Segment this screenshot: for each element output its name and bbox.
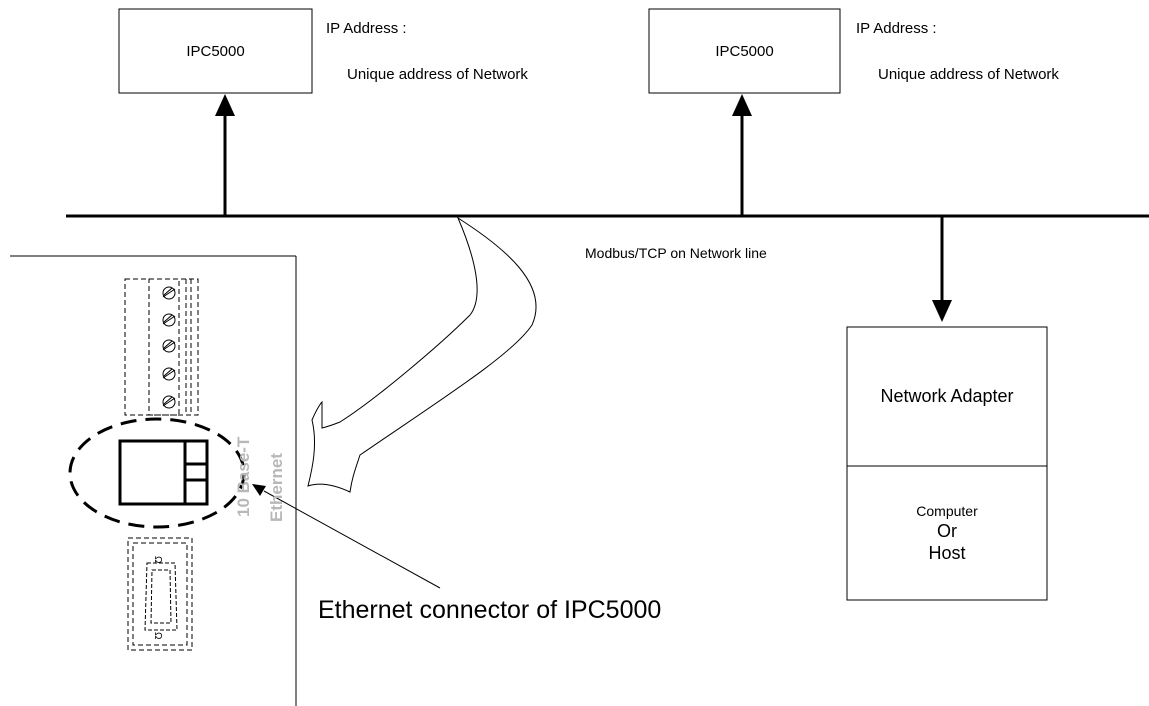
terminal-screw — [162, 367, 176, 381]
device-1-ip-desc: Unique address of Network — [347, 66, 528, 83]
terminal-block — [124, 278, 199, 416]
host-computer-label: Computer Or Host — [847, 466, 1047, 600]
zoom-arrow — [307, 216, 537, 493]
network-label: Modbus/TCP on Network line — [585, 245, 767, 261]
callout-leader-line — [263, 490, 441, 589]
db-connector: Ω Ω — [127, 537, 193, 651]
terminal-screw — [162, 313, 176, 327]
device-1-arrowhead — [215, 94, 235, 116]
host-arrowhead — [932, 300, 952, 322]
terminal-screw — [162, 339, 176, 353]
device-2-name: IPC5000 — [715, 42, 774, 60]
device-1-ip-label: IP Address : — [326, 20, 407, 37]
host-computer-line-3: Host — [928, 543, 966, 563]
terminal-screw — [162, 286, 176, 300]
host-computer-line-2: Or — [937, 521, 957, 541]
terminal-screw — [162, 395, 176, 409]
highlight-ellipse — [68, 417, 246, 529]
device-box-1 — [118, 8, 313, 94]
device-2-arrowhead — [732, 94, 752, 116]
svg-text:Ω: Ω — [152, 632, 163, 640]
callout-arrowhead — [252, 484, 266, 496]
port-label-1: 10 Base-T — [234, 436, 253, 517]
svg-text:Ω: Ω — [152, 556, 163, 564]
device-2-ip-label: IP Address : — [856, 20, 937, 37]
host-adapter-label: Network Adapter — [880, 386, 1014, 406]
port-label-2: Ethernet — [267, 453, 286, 522]
device-box-2 — [648, 8, 841, 94]
host-computer-line-1: Computer — [916, 503, 978, 519]
host-box — [846, 326, 1048, 601]
ethernet-port — [118, 439, 209, 506]
callout-text: Ethernet connector of IPC5000 — [318, 596, 662, 624]
device-1-name: IPC5000 — [186, 42, 245, 60]
device-2-ip-desc: Unique address of Network — [878, 66, 1059, 83]
